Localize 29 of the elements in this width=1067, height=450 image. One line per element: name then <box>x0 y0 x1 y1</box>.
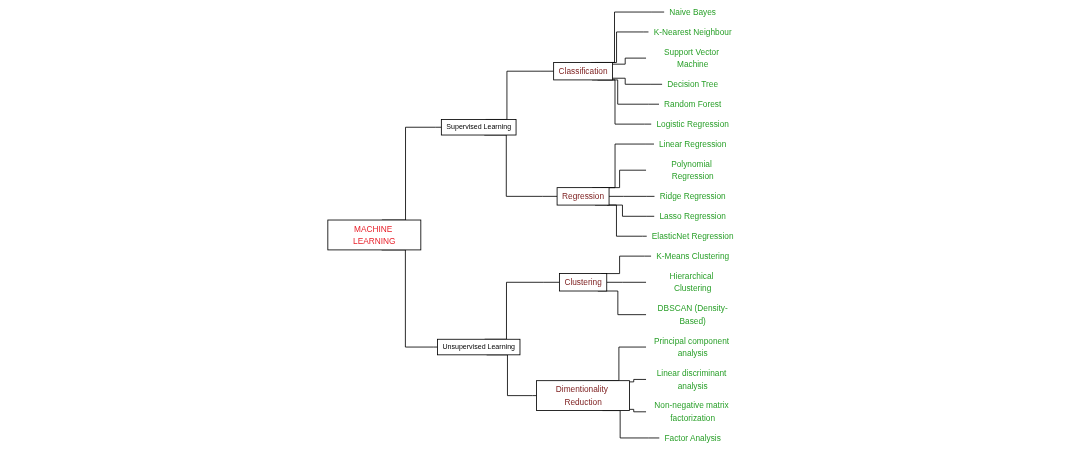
connector <box>629 408 647 413</box>
connector <box>612 57 647 65</box>
node-text: Lasso Regression <box>659 211 726 221</box>
connector <box>608 195 656 197</box>
connector <box>612 77 663 85</box>
node-text: Principal component analysis <box>653 336 730 358</box>
node-text: Random Forest <box>664 99 722 109</box>
node-box: MACHINE LEARNING <box>327 219 422 251</box>
node-text: Non-negative matrix factorization <box>654 401 729 423</box>
node-text: Decision Tree <box>667 79 719 89</box>
node-text: K-Means Clustering <box>656 251 730 261</box>
node-text: Linear discriminant analysis <box>656 368 727 391</box>
node-text: Linear Regression <box>658 139 727 149</box>
node-text: Ridge Regression <box>659 191 726 201</box>
node-text: Logistic Regression <box>656 119 729 129</box>
node-text: DBSCAN (Density-Based) <box>657 303 728 326</box>
node-text: Hierarchical Clustering <box>669 271 714 294</box>
node-box: Classification <box>553 62 613 81</box>
node-text: Polynomial Regression <box>671 159 714 181</box>
node-box: Dimentionality Reduction <box>536 380 630 411</box>
connector <box>629 379 647 383</box>
connector <box>606 281 647 283</box>
node-text: ElasticNet Regression <box>651 231 734 241</box>
node-text: K-Nearest Neighbour <box>653 27 732 37</box>
node-box: Regression <box>556 187 610 206</box>
node-text: Naive Bayes <box>669 7 716 17</box>
node-box: Clustering <box>559 273 608 292</box>
node-text: Support Vector Machine <box>664 47 719 69</box>
node-text: Factor Analysis <box>664 433 721 443</box>
